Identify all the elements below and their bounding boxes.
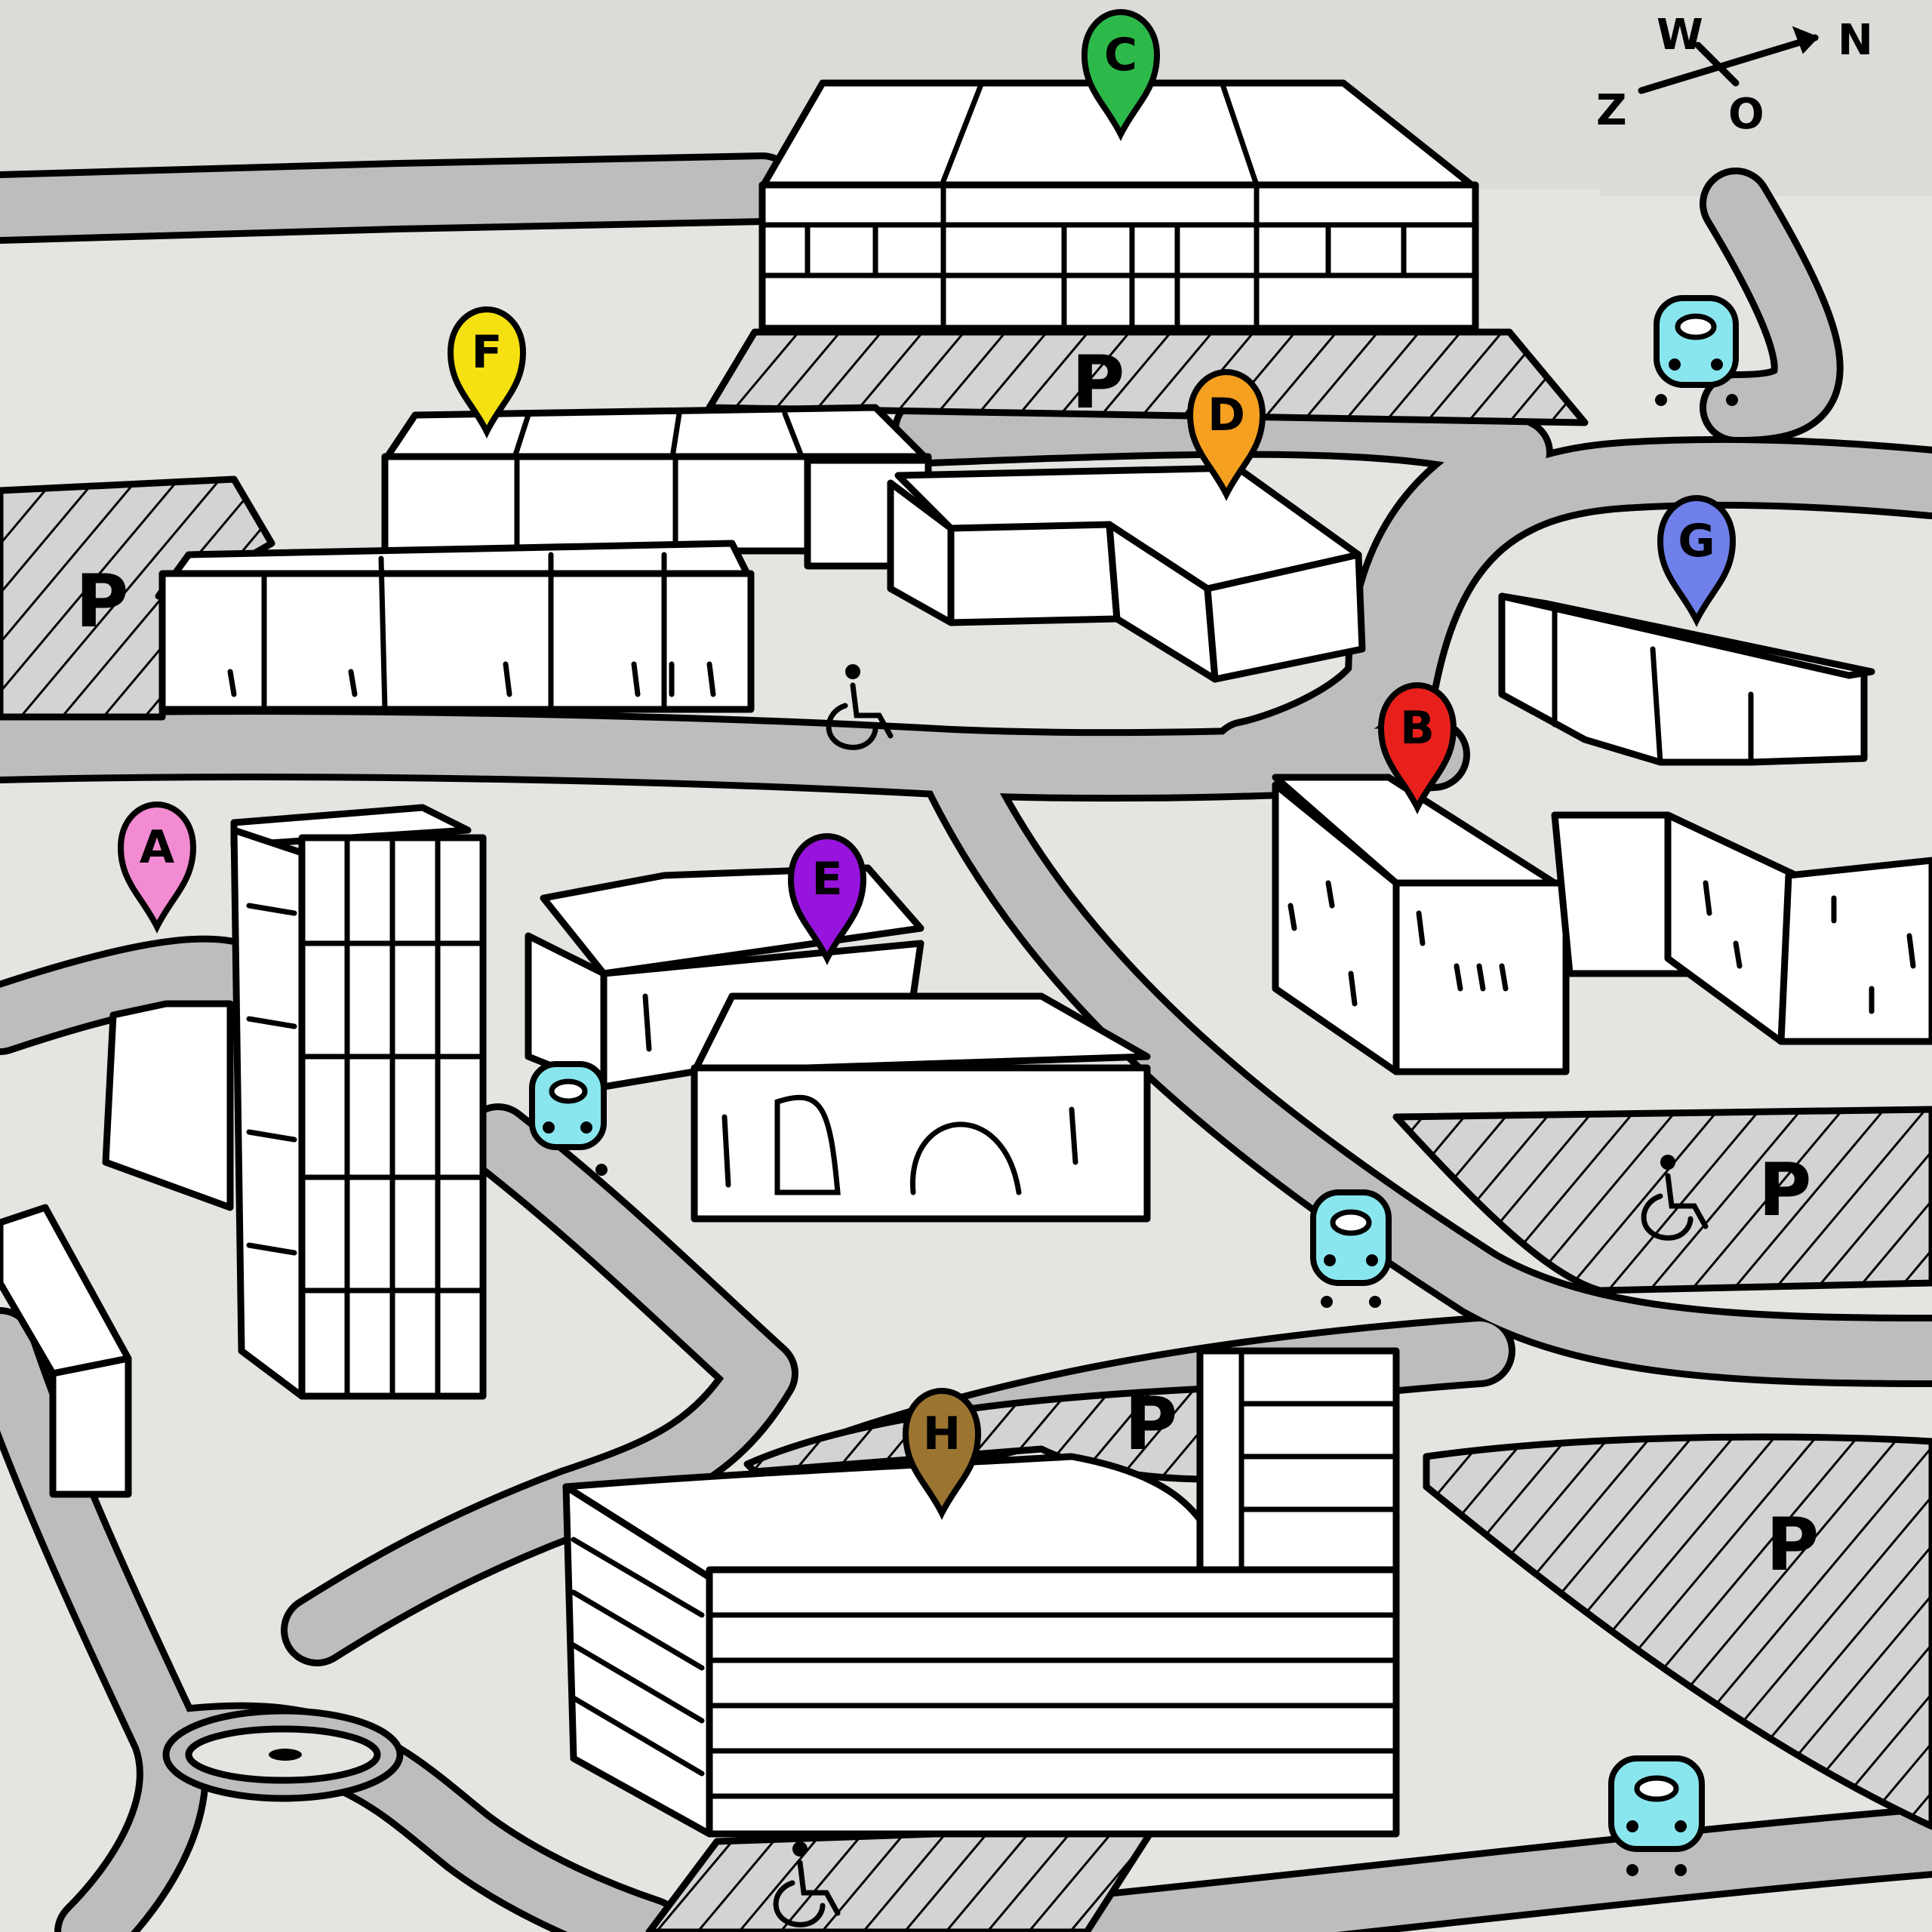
map-pin-icon	[1377, 681, 1457, 814]
marker-e[interactable]: E	[787, 832, 867, 965]
wheelchair-icon	[773, 1841, 841, 1927]
marker-letter: B	[1400, 702, 1435, 755]
marker-d[interactable]: D	[1186, 368, 1266, 501]
map-pin-icon	[1186, 368, 1266, 501]
marker-letter: H	[923, 1407, 961, 1460]
parking-label-center: P	[1124, 1382, 1177, 1466]
map-pin-icon	[447, 306, 527, 438]
marker-h[interactable]: H	[902, 1387, 982, 1520]
compass: N W Z O	[1596, 11, 1873, 139]
compass-east: O	[1728, 90, 1764, 139]
roundabout-icon	[162, 1707, 404, 1802]
compass-south: Z	[1596, 86, 1627, 135]
marker-g[interactable]: G	[1657, 494, 1737, 627]
wheelchair-icon	[1641, 1155, 1709, 1241]
parking-labels: P P P P P	[75, 340, 1819, 1587]
parking-label-bottom-right: P	[1766, 1503, 1819, 1587]
marker-b[interactable]: B	[1377, 681, 1457, 814]
compass-arrow-icon	[1638, 34, 1819, 94]
marker-letter: E	[812, 853, 843, 906]
marker-letter: A	[140, 821, 175, 874]
building-b	[1272, 774, 1932, 1075]
parking-label-top: P	[1072, 340, 1124, 425]
bus-stop-icon	[1608, 1755, 1705, 1876]
building-a	[0, 804, 487, 1498]
building-g	[1498, 592, 1875, 766]
marker-a[interactable]: A	[117, 801, 197, 934]
map-pin-icon	[787, 832, 867, 965]
compass-west: W	[1657, 11, 1703, 60]
map-markers: A B C D E F G H	[117, 8, 1737, 1520]
wheelchair-icon	[826, 664, 894, 750]
building-h	[562, 1347, 1400, 1838]
bus-stop-icon	[529, 1061, 608, 1176]
building-d	[887, 464, 1366, 683]
bus-stop-icon	[1310, 1189, 1392, 1308]
parking-lot-top	[706, 328, 1589, 426]
building-c	[758, 79, 1479, 332]
map-pin-icon	[117, 801, 197, 934]
marker-letter: C	[1104, 29, 1137, 82]
parking-lot-bottom	[645, 1823, 1158, 1932]
marker-letter: D	[1208, 389, 1245, 441]
marker-c[interactable]: C	[1081, 8, 1161, 141]
map-pin-icon	[1081, 8, 1161, 141]
parking-lots	[0, 328, 1932, 1932]
parking-lot-bottom-right	[1423, 1433, 1932, 1830]
parking-label-right: P	[1758, 1148, 1811, 1232]
marker-letter: F	[472, 326, 503, 379]
compass-north: N	[1838, 16, 1873, 65]
parking-label-left: P	[75, 559, 128, 644]
parking-lot-right	[1392, 1106, 1932, 1294]
bus-stop-icon	[1654, 295, 1739, 406]
building-f	[155, 404, 932, 713]
marker-letter: G	[1678, 515, 1715, 568]
map-pin-icon	[1657, 494, 1737, 627]
marker-f[interactable]: F	[447, 306, 527, 438]
map-pin-icon	[902, 1387, 982, 1520]
